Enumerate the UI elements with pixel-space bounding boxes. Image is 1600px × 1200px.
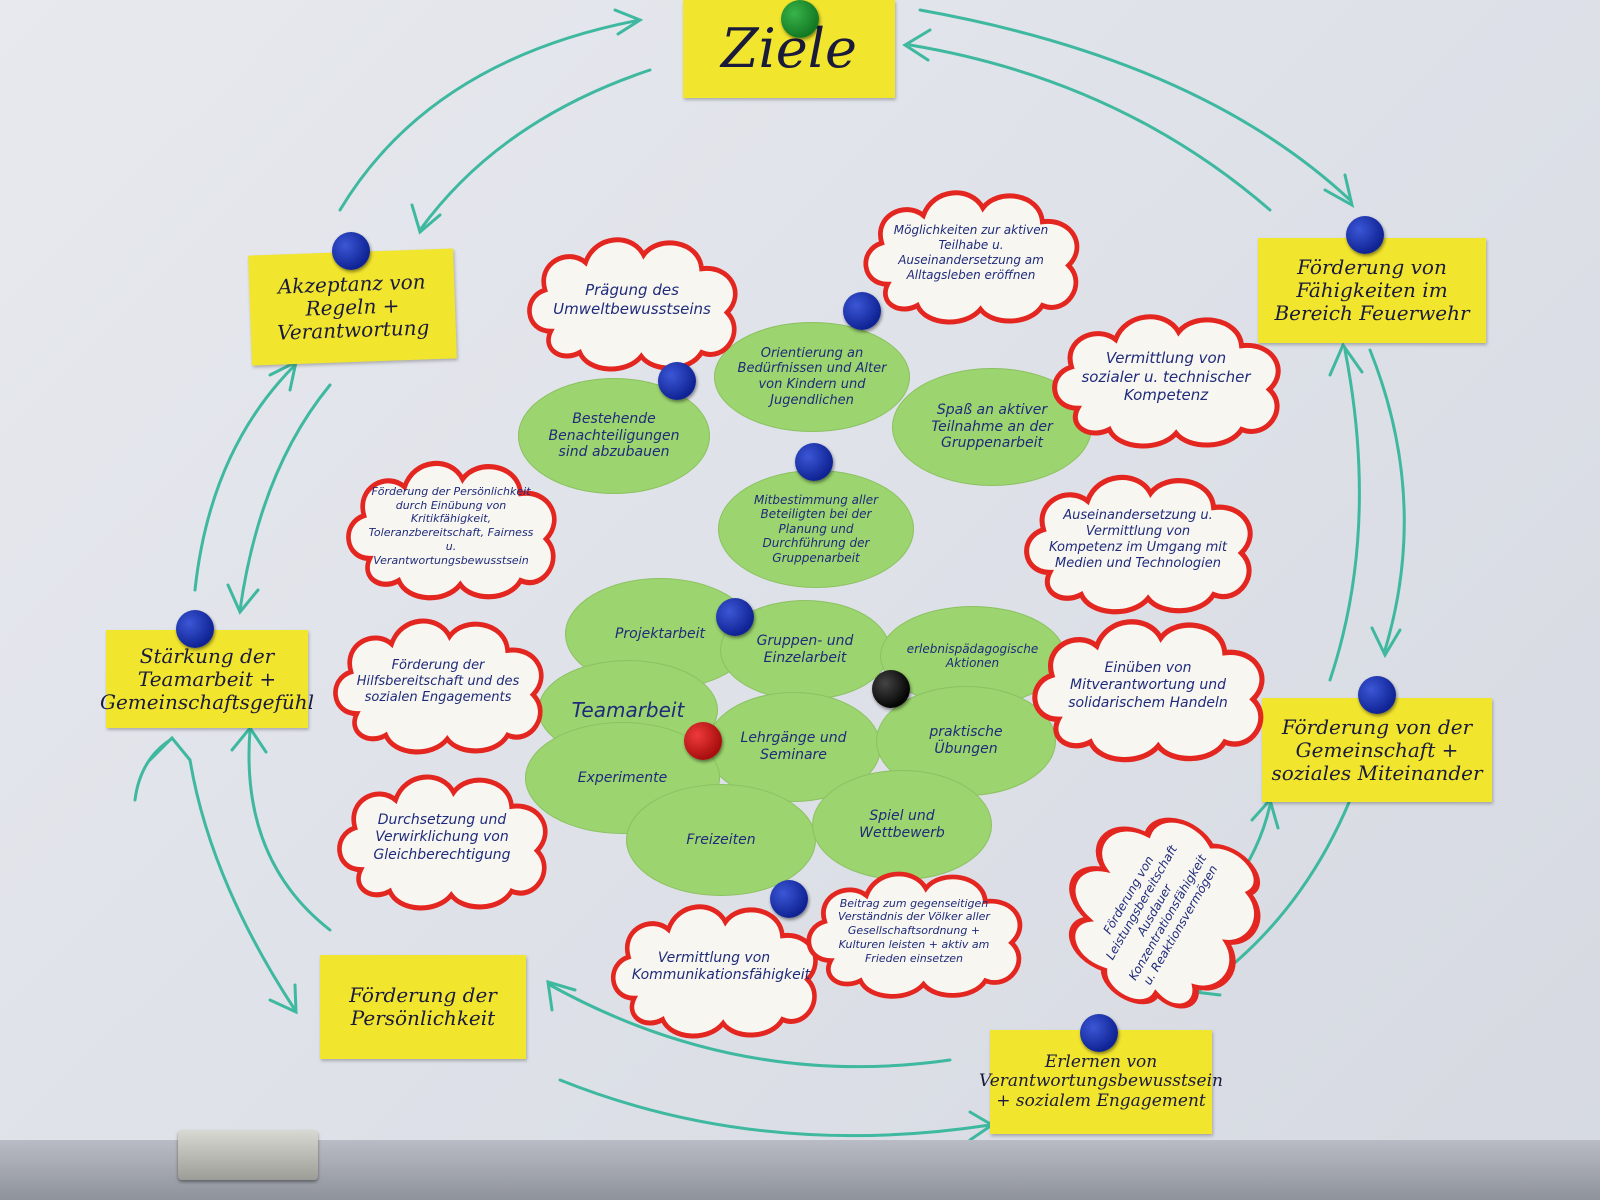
- method-text: Teamarbeit: [571, 698, 685, 722]
- goal-note-faehigkeiten: Förderung von Fähigkeiten im Bereich Feu…: [1258, 238, 1486, 343]
- goal-note-gemeinschaft: Förderung von der Gemeinschaft + soziale…: [1262, 698, 1492, 802]
- method-text: Experimente: [577, 769, 668, 786]
- method-text: Gruppen- und Einzelarbeit: [756, 633, 854, 666]
- principle-oval: Orientierung an Bedürfnissen und Alter v…: [714, 322, 910, 432]
- goal-cloud: Förderung der Persönlichkeit durch Einüb…: [335, 448, 567, 604]
- cloud-text: Auseinandersetzung u. Vermittlung von Ko…: [1048, 507, 1228, 572]
- goal-cloud: Einüben von Mitverantwortung und solidar…: [1020, 606, 1276, 766]
- magnet-icon: [843, 292, 881, 330]
- goal-cloud: Auseinandersetzung u. Vermittlung von Ko…: [1012, 462, 1264, 618]
- magnet-icon: [795, 443, 833, 481]
- principle-oval: Mitbestimmung aller Beteiligten bei der …: [718, 470, 914, 588]
- method-text: Projektarbeit: [614, 625, 706, 642]
- cloud-text: Vermittlung von sozialer u. technischer …: [1081, 348, 1251, 405]
- goal-text: Erlernen von Verantwortungsbewusstsein +…: [979, 1051, 1223, 1111]
- method-text: Spiel und Wettbewerb: [859, 808, 945, 841]
- magnet-icon: [658, 362, 696, 400]
- goal-text: Förderung der Persönlichkeit: [349, 983, 497, 1030]
- goal-note-teamarbeit: Stärkung der Teamarbeit + Gemeinschaftsg…: [100, 630, 314, 728]
- goal-cloud: Vermittlung von Kommunikationsfähigkeit: [600, 892, 828, 1042]
- cloud-text: Möglichkeiten zur aktiven Teilhabe u. Au…: [893, 223, 1049, 282]
- cloud-text: Beitrag zum gegenseitigen Verständnis de…: [838, 896, 990, 965]
- goal-cloud: Förderung der Hilfsbereitschaft und des …: [322, 606, 554, 758]
- goal-note-persoenlichkeit: Förderung der Persönlichkeit: [320, 955, 526, 1059]
- principle-text: Bestehende Benachteiligungen sind abzuba…: [548, 410, 680, 461]
- magnet-icon: [781, 0, 819, 38]
- magnet-icon: [1080, 1014, 1118, 1052]
- principle-text: Spaß an aktiver Teilnahme an der Gruppen…: [931, 401, 1053, 452]
- magnet-icon: [1358, 676, 1396, 714]
- magnet-icon: [872, 670, 910, 708]
- goal-cloud: Vermittlung von sozialer u. technischer …: [1040, 302, 1292, 452]
- method-text: Freizeiten: [686, 831, 756, 848]
- magnet-icon: [770, 880, 808, 918]
- magnet-icon: [684, 722, 722, 760]
- magnet-icon: [176, 610, 214, 648]
- method-oval: Spiel und Wettbewerb: [812, 770, 992, 880]
- method-text: praktische Übungen: [929, 724, 1003, 757]
- eraser: [178, 1130, 318, 1180]
- method-text: erlebnispädagogische Aktionen: [906, 641, 1039, 670]
- cloud-text: Prägung des Umweltbewusstseins: [553, 281, 711, 318]
- method-text: Lehrgänge und Seminare: [740, 730, 847, 763]
- goal-text: Stärkung der Teamarbeit + Gemeinschaftsg…: [99, 643, 315, 714]
- cloud-text: Vermittlung von Kommunikationsfähigkeit: [631, 949, 811, 984]
- method-oval: Freizeiten: [626, 784, 816, 896]
- goal-text: Akzeptanz von Regeln + Verantwortung: [276, 268, 430, 345]
- magnet-icon: [716, 598, 754, 636]
- goal-cloud: Beitrag zum gegenseitigen Verständnis de…: [795, 860, 1033, 1002]
- principle-text: Orientierung an Bedürfnissen und Alter v…: [737, 345, 887, 408]
- goal-cloud: Durchsetzung und Verwirklichung von Glei…: [326, 762, 558, 914]
- cloud-text: Einüben von Mitverantwortung und solidar…: [1068, 659, 1228, 711]
- goal-text: Förderung von Fähigkeiten im Bereich Feu…: [1274, 255, 1470, 325]
- cloud-text: Förderung der Hilfsbereitschaft und des …: [356, 657, 520, 706]
- magnet-icon: [332, 232, 370, 270]
- magnet-icon: [1346, 216, 1384, 254]
- principle-text: Mitbestimmung aller Beteiligten bei der …: [753, 493, 879, 565]
- goal-text: Förderung von der Gemeinschaft + soziale…: [1271, 714, 1483, 785]
- goal-cloud: Prägung des Umweltbewusstseins: [516, 225, 748, 375]
- cloud-text: Durchsetzung und Verwirklichung von Glei…: [373, 811, 511, 863]
- cloud-text: Förderung der Persönlichkeit durch Einüb…: [368, 484, 534, 567]
- goal-cloud: Möglichkeiten zur aktiven Teilhabe u. Au…: [852, 178, 1090, 328]
